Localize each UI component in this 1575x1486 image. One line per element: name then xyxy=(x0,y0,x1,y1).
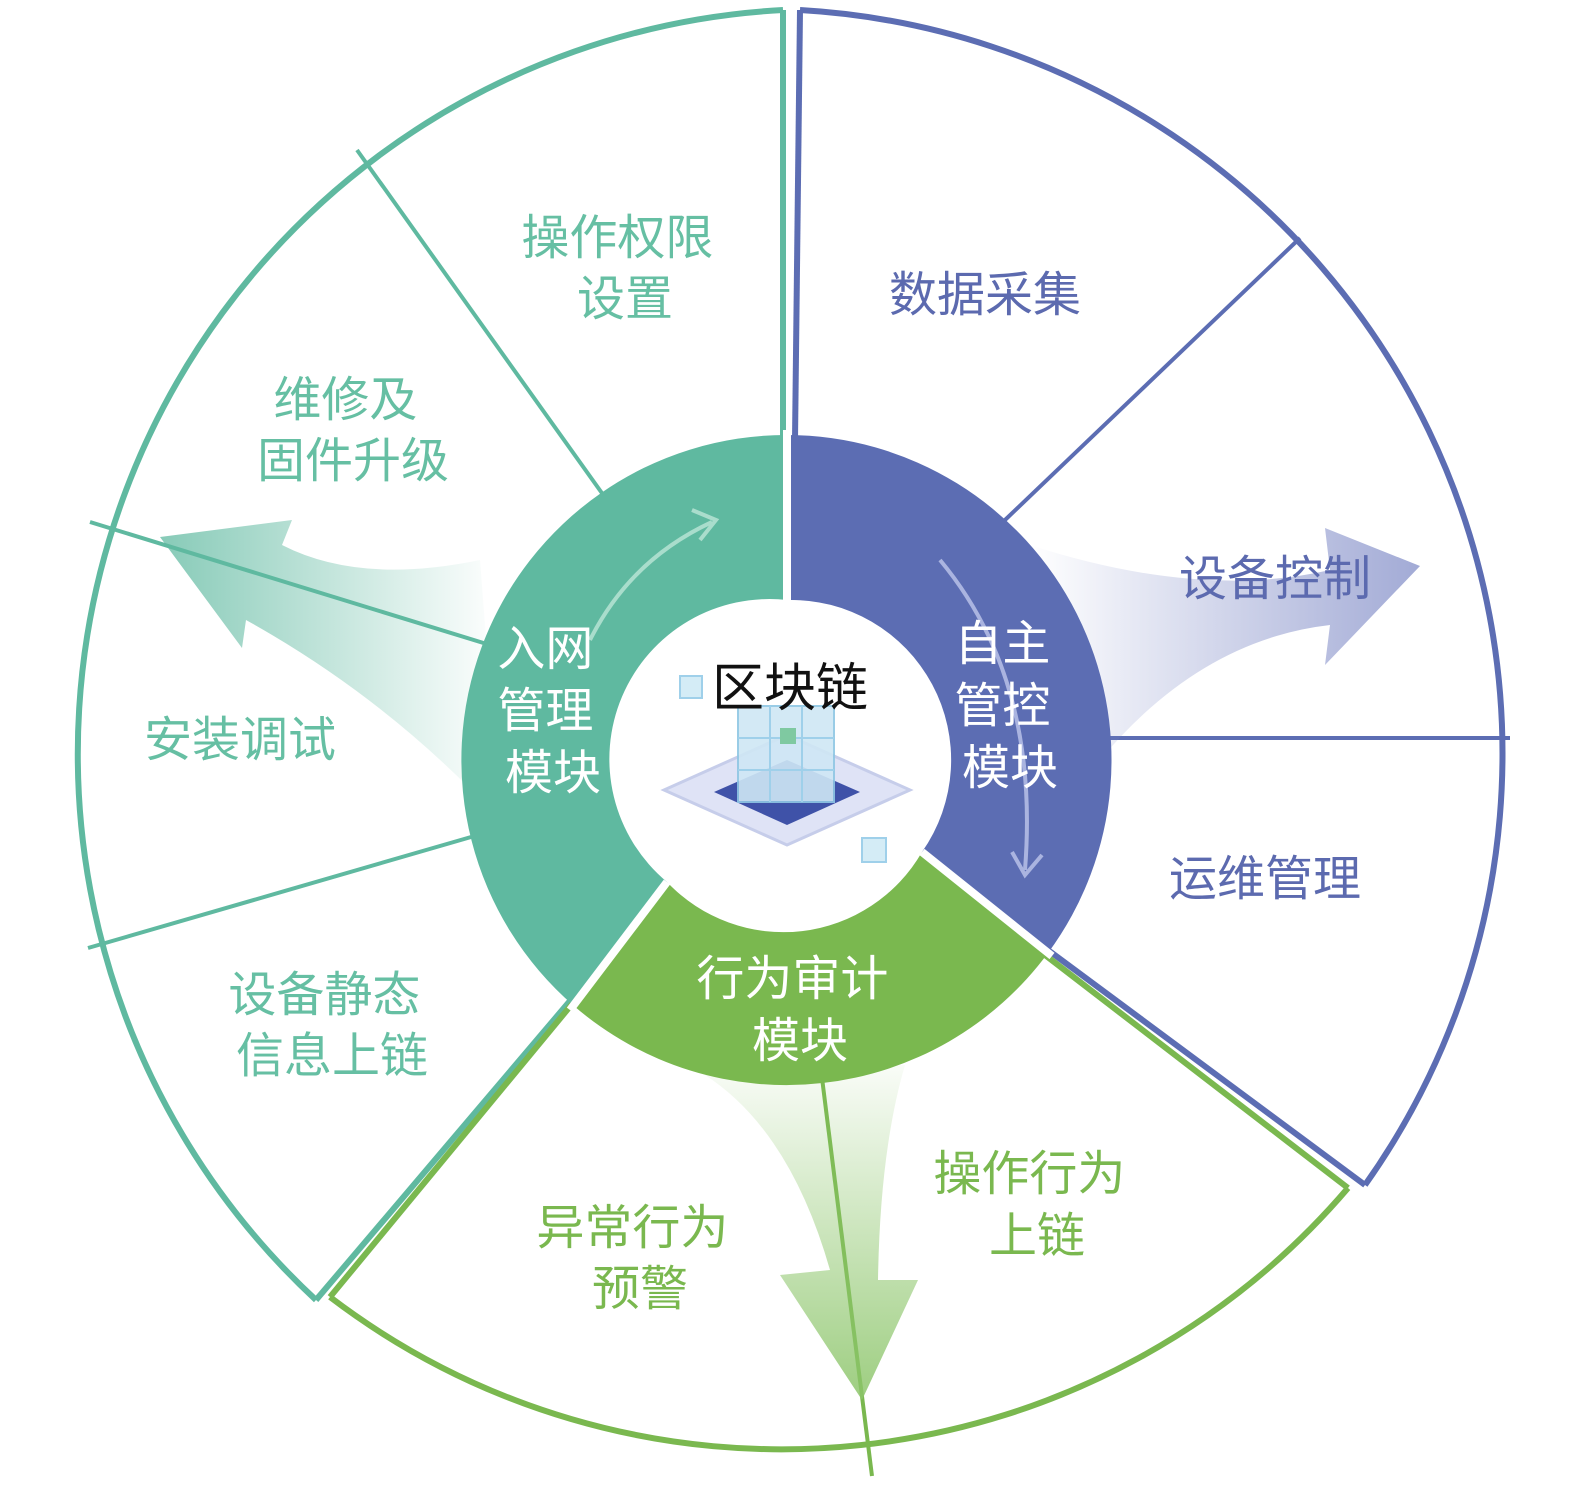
teal-flow-arrow xyxy=(160,520,500,820)
segment-label-operation-onchain-line-2: 上链 xyxy=(989,1208,1085,1264)
segment-label-operation-onchain-line-1: 操作行为 xyxy=(933,1146,1125,1202)
segment-label-repair-firmware-line-1: 维修及 xyxy=(273,372,417,428)
module-label-control: 自主 管控 模块 xyxy=(954,616,1065,796)
segment-label-operation-permission: 操作权限 设置 xyxy=(521,210,728,327)
curved-arrow-control-icon xyxy=(938,558,1029,871)
segment-label-installation: 安装调试 xyxy=(144,712,336,768)
divider-control-top xyxy=(792,9,803,441)
blue-flow-arrow xyxy=(1030,528,1420,760)
center-hub: 区块链 xyxy=(627,600,947,920)
segment-label-operations: 运维管理 xyxy=(1169,851,1361,907)
module-label-audit: 行为审计 模块 xyxy=(696,951,903,1069)
module-segment-control xyxy=(787,435,1112,953)
curved-arrow-control-head-icon xyxy=(1010,851,1044,879)
module-label-network: 入网 管理 模块 xyxy=(497,621,608,801)
module-gap-left xyxy=(566,879,671,1013)
module-gap-right xyxy=(919,848,1055,960)
segment-label-data-collection: 数据采集 xyxy=(889,267,1081,323)
curved-arrow-network-icon xyxy=(588,520,713,641)
divider-control-1 xyxy=(1003,236,1302,522)
segment-label-anomaly-warning-line-1: 异常行为 xyxy=(536,1200,728,1256)
divider-network-1 xyxy=(355,148,606,498)
divider-audit-right xyxy=(1043,952,1350,1191)
module-label-control-line-3: 模块 xyxy=(962,740,1058,796)
divider-audit-left xyxy=(327,996,580,1299)
center-label: 区块链 xyxy=(712,659,868,719)
segment-label-anomaly-warning-line-2: 预警 xyxy=(592,1261,688,1317)
module-label-network-line-3: 模块 xyxy=(505,745,601,801)
segment-label-repair-firmware: 维修及 固件升级 xyxy=(257,372,449,489)
module-labels: 入网 管理 模块 自主 管控 模块 行为审计 模块 xyxy=(497,616,1065,1069)
module-segment-audit xyxy=(574,852,1048,1086)
green-flow-arrow xyxy=(705,1065,918,1400)
module-label-network-line-2: 管理 xyxy=(497,683,593,739)
segment-label-static-info: 设备静态 信息上链 xyxy=(228,967,435,1084)
segment-label-data-collection-line-1: 数据采集 xyxy=(889,267,1081,323)
segment-label-static-info-line-2: 信息上链 xyxy=(236,1028,428,1084)
outer-segment-audit xyxy=(328,1186,1351,1453)
segment-label-operation-permission-line-1: 操作权限 xyxy=(521,210,713,266)
segment-labels: 操作权限 设置 维修及 固件升级 安装调试 设备静态 信息上链 数据采集 设备控… xyxy=(144,210,1371,1317)
module-ring xyxy=(461,430,1112,1086)
outer-ring xyxy=(74,7,1510,1477)
module-label-audit-line-1: 行为审计 xyxy=(696,951,888,1007)
module-label-network-line-1: 入网 xyxy=(497,621,593,677)
module-label-control-line-2: 管控 xyxy=(954,678,1050,734)
flow-arrows xyxy=(160,520,1420,1400)
segment-label-operation-permission-line-2: 设置 xyxy=(577,271,673,327)
segment-label-operations-line-1: 运维管理 xyxy=(1169,851,1361,907)
blockchain-cube-icon xyxy=(660,675,914,863)
outer-segment-network xyxy=(74,7,784,1303)
segment-label-device-control-line-1: 设备控制 xyxy=(1179,551,1371,607)
module-label-control-line-1: 自主 xyxy=(954,616,1050,672)
segment-label-device-control: 设备控制 xyxy=(1179,551,1371,607)
divider-control-bottom xyxy=(1046,947,1367,1188)
segment-label-static-info-line-1: 设备静态 xyxy=(228,967,420,1023)
segment-label-operation-onchain: 操作行为 上链 xyxy=(933,1146,1140,1264)
segment-label-anomaly-warning: 异常行为 预警 xyxy=(536,1200,743,1317)
divider-network-3 xyxy=(87,833,479,950)
module-segment-network xyxy=(461,434,787,1006)
divider-network-bottom xyxy=(313,993,578,1302)
segment-label-repair-firmware-line-2: 固件升级 xyxy=(257,433,449,489)
curved-arrow-network-head-icon xyxy=(691,508,720,542)
outer-segment-control xyxy=(799,7,1506,1187)
segment-label-installation-line-1: 安装调试 xyxy=(144,712,336,768)
module-label-audit-line-2: 模块 xyxy=(752,1013,848,1069)
